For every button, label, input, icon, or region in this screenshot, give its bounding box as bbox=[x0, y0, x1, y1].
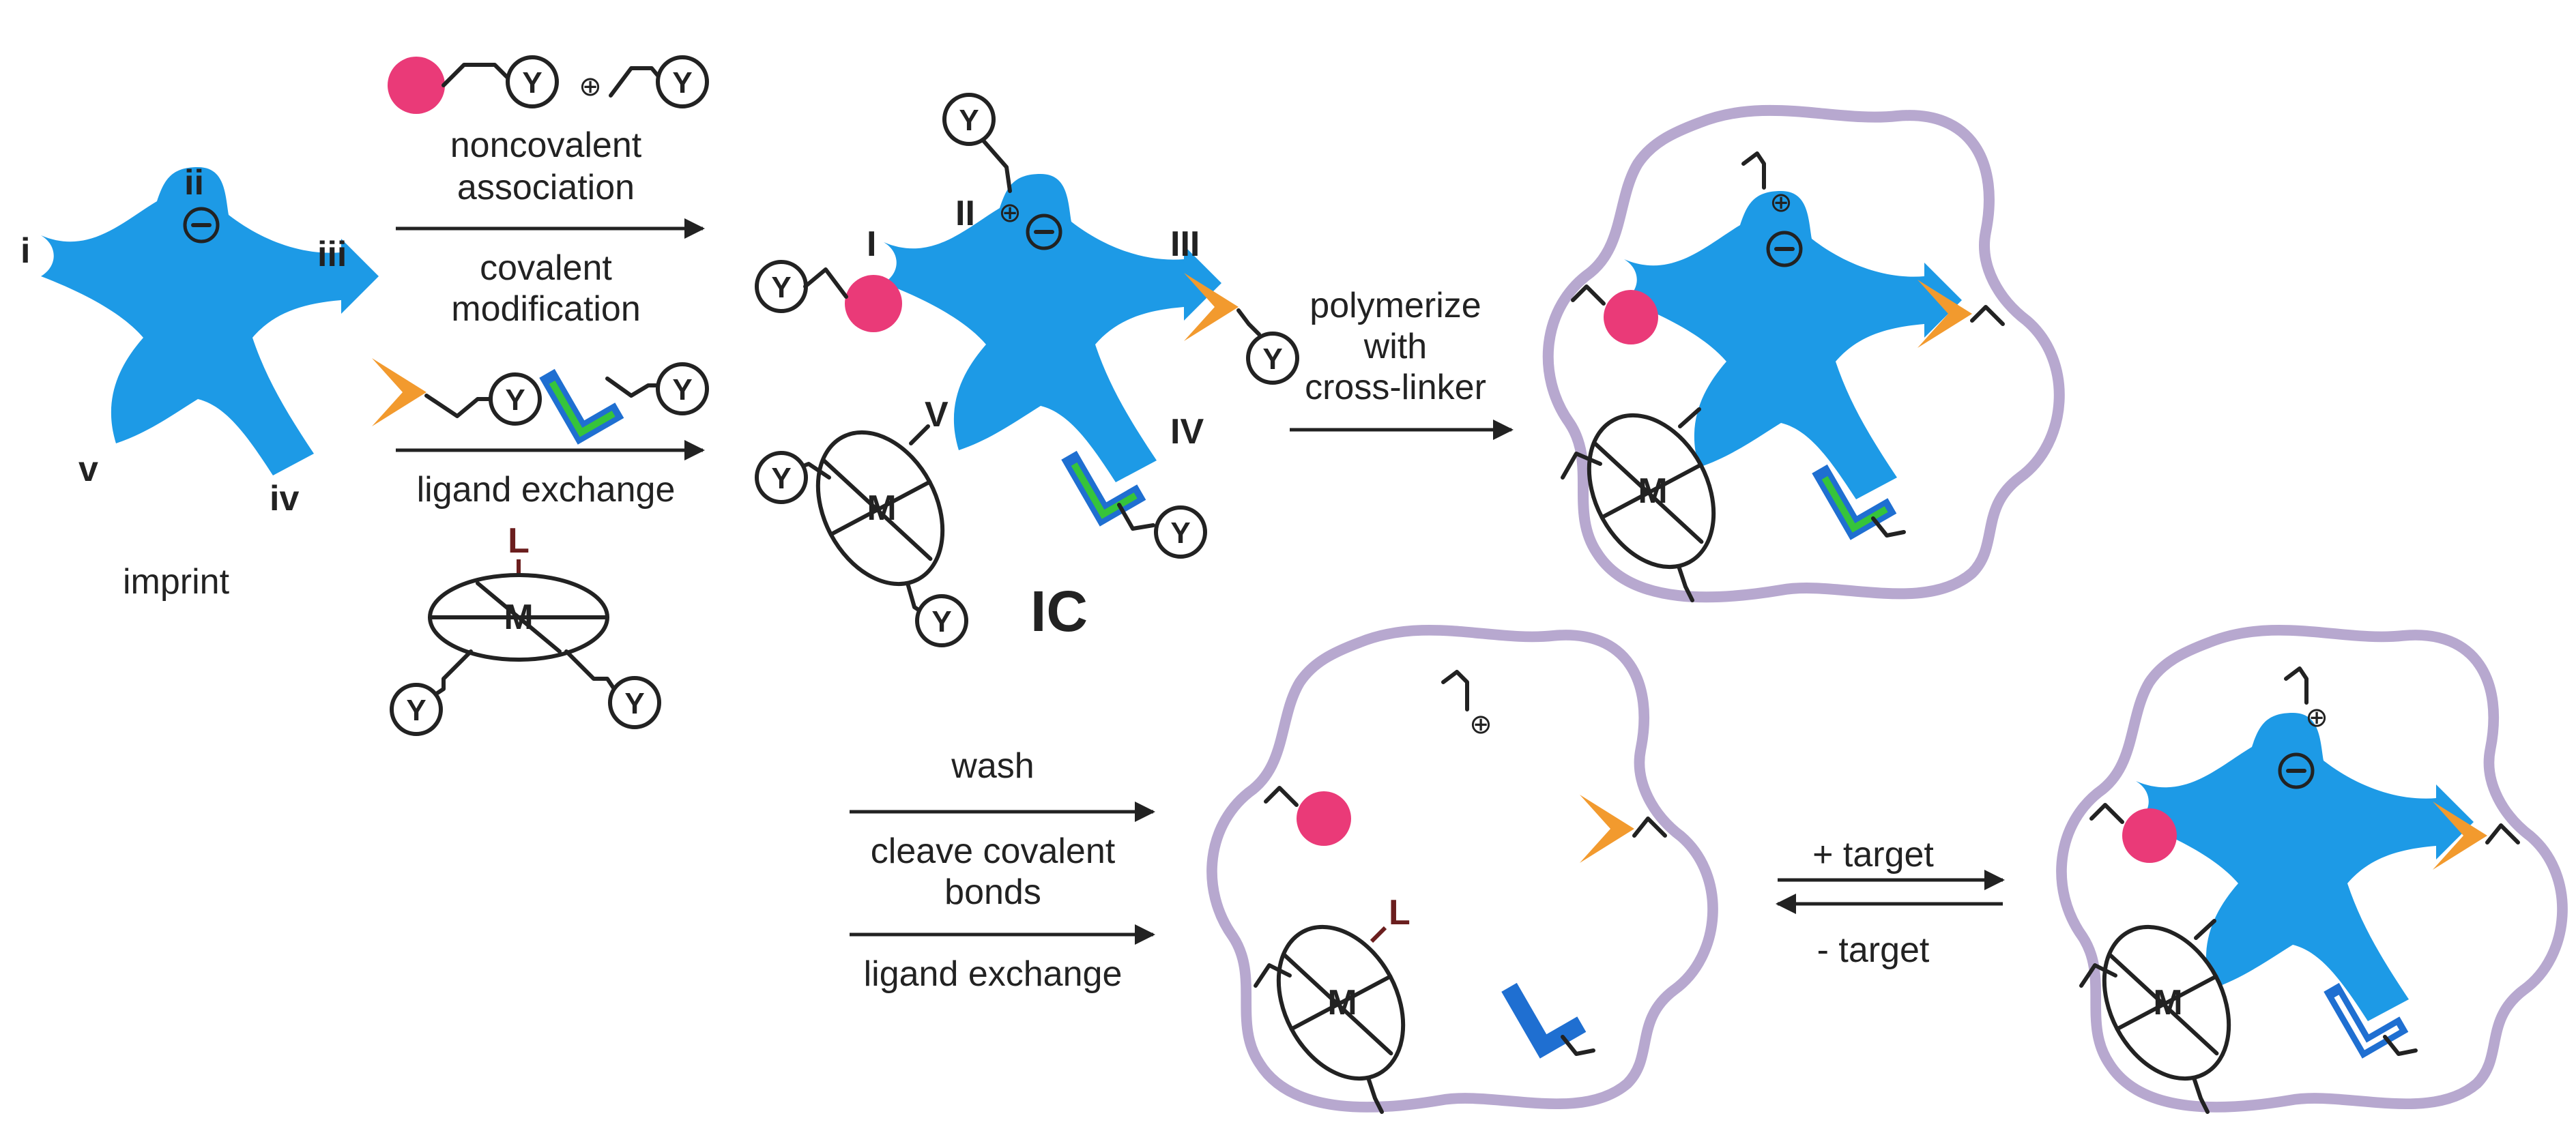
svg-text:M: M bbox=[1327, 983, 1357, 1023]
svg-text:Y: Y bbox=[931, 605, 951, 638]
polymer-with-template: ⊕ M bbox=[1548, 111, 2059, 600]
svg-text:M: M bbox=[2153, 983, 2182, 1023]
svg-text:M: M bbox=[504, 598, 533, 637]
svg-text:Y: Y bbox=[522, 66, 542, 100]
svg-text:⊕: ⊕ bbox=[1769, 188, 1793, 218]
step2-label-with: with bbox=[1363, 327, 1427, 366]
svg-text:Y: Y bbox=[1170, 516, 1190, 550]
svg-text:Y: Y bbox=[624, 687, 644, 720]
step1-label-modification: modification bbox=[451, 289, 640, 329]
site-label-iii: iii bbox=[317, 235, 347, 274]
imprint-label: imprint bbox=[123, 562, 230, 602]
ic-template bbox=[884, 174, 1221, 482]
svg-text:Y: Y bbox=[505, 383, 525, 417]
ic-bracket-monomer: Y bbox=[1061, 450, 1205, 557]
covalent-reagents: Y Y bbox=[372, 358, 707, 445]
ic-site-II: II bbox=[955, 194, 975, 233]
ic-site-V: V bbox=[925, 395, 949, 435]
metal-complex-reagent: L M Y Y bbox=[392, 521, 659, 734]
ic-metal-complex: M Y Y bbox=[757, 411, 968, 645]
step2-label-cross-linker: cross-linker bbox=[1305, 368, 1486, 407]
svg-text:Y: Y bbox=[771, 462, 791, 495]
ic-pink-monomer: Y bbox=[757, 262, 902, 332]
step4-label-forward: + target bbox=[1812, 835, 1934, 875]
site-label-i: i bbox=[20, 231, 30, 271]
noncovalent-reagents: Y ⊕ Y bbox=[388, 57, 707, 114]
svg-text:Y: Y bbox=[959, 104, 979, 137]
svg-text:Y: Y bbox=[406, 694, 426, 727]
step3-label-bonds: bonds bbox=[944, 872, 1041, 912]
ic-cation-monomer: Y ⊕ bbox=[944, 95, 1022, 228]
step3-label-cleave: cleave covalent bbox=[871, 832, 1116, 871]
site-label-ii: ii bbox=[184, 163, 204, 203]
imprint-template bbox=[41, 167, 379, 475]
ic-site-III: III bbox=[1170, 224, 1200, 264]
imprinted-cavity-rebound: ⊕ M bbox=[2061, 630, 2562, 1114]
site-label-iv: iv bbox=[270, 479, 299, 518]
svg-text:⊕: ⊕ bbox=[2305, 703, 2328, 733]
step3-label-ligand-exchange: ligand exchange bbox=[864, 954, 1123, 994]
svg-text:⊕: ⊕ bbox=[579, 72, 602, 102]
step3-label-wash: wash bbox=[951, 746, 1034, 786]
svg-text:⊕: ⊕ bbox=[1469, 709, 1492, 739]
svg-text:Y: Y bbox=[672, 373, 692, 407]
svg-text:M: M bbox=[1638, 471, 1667, 511]
imprinted-cavity-empty: ⊕ M L bbox=[1212, 630, 1713, 1114]
step1-label-covalent: covalent bbox=[480, 248, 612, 288]
ic-orange-monomer: Y bbox=[1184, 273, 1297, 383]
svg-text:Y: Y bbox=[771, 271, 791, 304]
ic-label: IC bbox=[1030, 579, 1088, 643]
svg-text:L: L bbox=[1389, 893, 1410, 932]
step4-label-reverse: - target bbox=[1817, 930, 1930, 970]
svg-text:Y: Y bbox=[1262, 342, 1282, 376]
site-label-v: v bbox=[78, 450, 98, 489]
step2-label-polymerize: polymerize bbox=[1309, 286, 1481, 325]
step1-label-ligand-exchange: ligand exchange bbox=[417, 470, 676, 510]
svg-text:M: M bbox=[867, 488, 896, 528]
svg-text:Y: Y bbox=[672, 66, 692, 100]
ic-site-IV: IV bbox=[1170, 412, 1204, 452]
step1-label-noncovalent: noncovalent bbox=[450, 126, 642, 165]
svg-text:⊕: ⊕ bbox=[998, 198, 1022, 228]
svg-text:L: L bbox=[508, 521, 530, 561]
ic-site-I: I bbox=[867, 224, 876, 264]
step1-label-association: association bbox=[457, 168, 635, 207]
